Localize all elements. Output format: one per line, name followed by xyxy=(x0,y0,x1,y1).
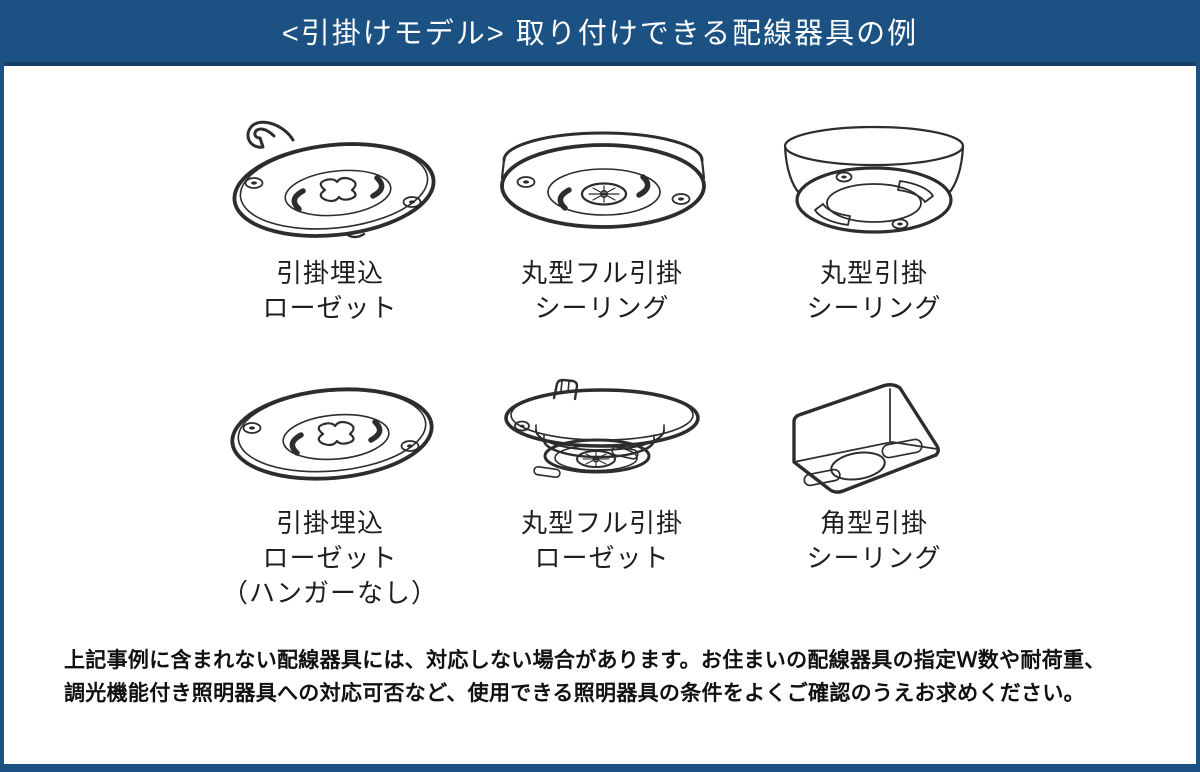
fixture-label: 丸型フル引掛 ローゼット xyxy=(466,506,738,576)
rosette-with-hanger-icon xyxy=(232,120,436,239)
round-hook-ceiling-icon xyxy=(783,125,965,234)
fixture-label: 引掛埋込 ローゼット （ハンガーなし） xyxy=(194,506,466,611)
fixture-label-line: シーリング xyxy=(806,543,942,573)
fixture-item: 引掛埋込 ローゼット （ハンガーなし） xyxy=(194,376,466,611)
fixture-label: 丸型引掛 シーリング xyxy=(738,256,1010,326)
page-title: <引掛けモデル> 取り付けできる配線器具の例 xyxy=(281,18,919,50)
footnote: 上記事例に含まれない配線器具には、対応しない場合があります。お住まいの配線器具の… xyxy=(64,644,1156,710)
fixture-label-line: 丸型フル引掛 xyxy=(520,258,683,288)
fixtures-row-1: 引掛埋込 ローゼット xyxy=(194,116,1196,326)
fixture-label-line: 引掛埋込 xyxy=(275,258,384,288)
fixture-label-line: 丸型引掛 xyxy=(819,258,928,288)
fixture-label-line: （ハンガーなし） xyxy=(221,578,438,608)
round-full-hook-ceiling-icon xyxy=(500,131,706,229)
fixture-label: 角型引掛 シーリング xyxy=(738,506,1010,576)
fixture-item: 丸型フル引掛 ローゼット xyxy=(466,376,738,611)
round-full-hook-rosette-icon xyxy=(504,378,700,479)
square-hook-ceiling-icon xyxy=(792,383,940,494)
fixtures-grid: 引掛埋込 ローゼット xyxy=(194,116,1196,611)
fixture-label-line: ローゼット xyxy=(262,293,398,323)
fixture-item: 丸型引掛 シーリング xyxy=(738,116,1010,326)
fixture-label-line: 引掛埋込 xyxy=(275,508,384,538)
bottom-accent-bar xyxy=(4,764,1196,772)
rosette-without-hanger-icon xyxy=(230,387,434,481)
fixture-label-line: 角型引掛 xyxy=(819,508,928,538)
title-bar: <引掛けモデル> 取り付けできる配線器具の例 xyxy=(4,0,1196,66)
fixtures-row-2: 引掛埋込 ローゼット （ハンガーなし） xyxy=(194,376,1196,611)
fixture-label-line: 丸型フル引掛 xyxy=(520,508,683,538)
footnote-line-1: 上記事例に含まれない配線器具には、対応しない場合があります。お住まいの配線器具の… xyxy=(64,649,1106,672)
fixture-label-line: ローゼット xyxy=(534,543,670,573)
fixture-label-line: シーリング xyxy=(806,293,942,323)
fixture-label-line: シーリング xyxy=(534,293,670,323)
fixture-label: 引掛埋込 ローゼット xyxy=(194,256,466,326)
footnote-line-2: 調光機能付き照明器具への対応可否など、使用できる照明器具の条件をよくご確認のうえ… xyxy=(64,682,1085,705)
fixture-item: 丸型フル引掛 シーリング xyxy=(466,116,738,326)
fixture-label-line: ローゼット xyxy=(262,543,398,573)
fixture-item: 引掛埋込 ローゼット xyxy=(194,116,466,326)
fixture-label: 丸型フル引掛 シーリング xyxy=(466,256,738,326)
fixture-item: 角型引掛 シーリング xyxy=(738,376,1010,611)
